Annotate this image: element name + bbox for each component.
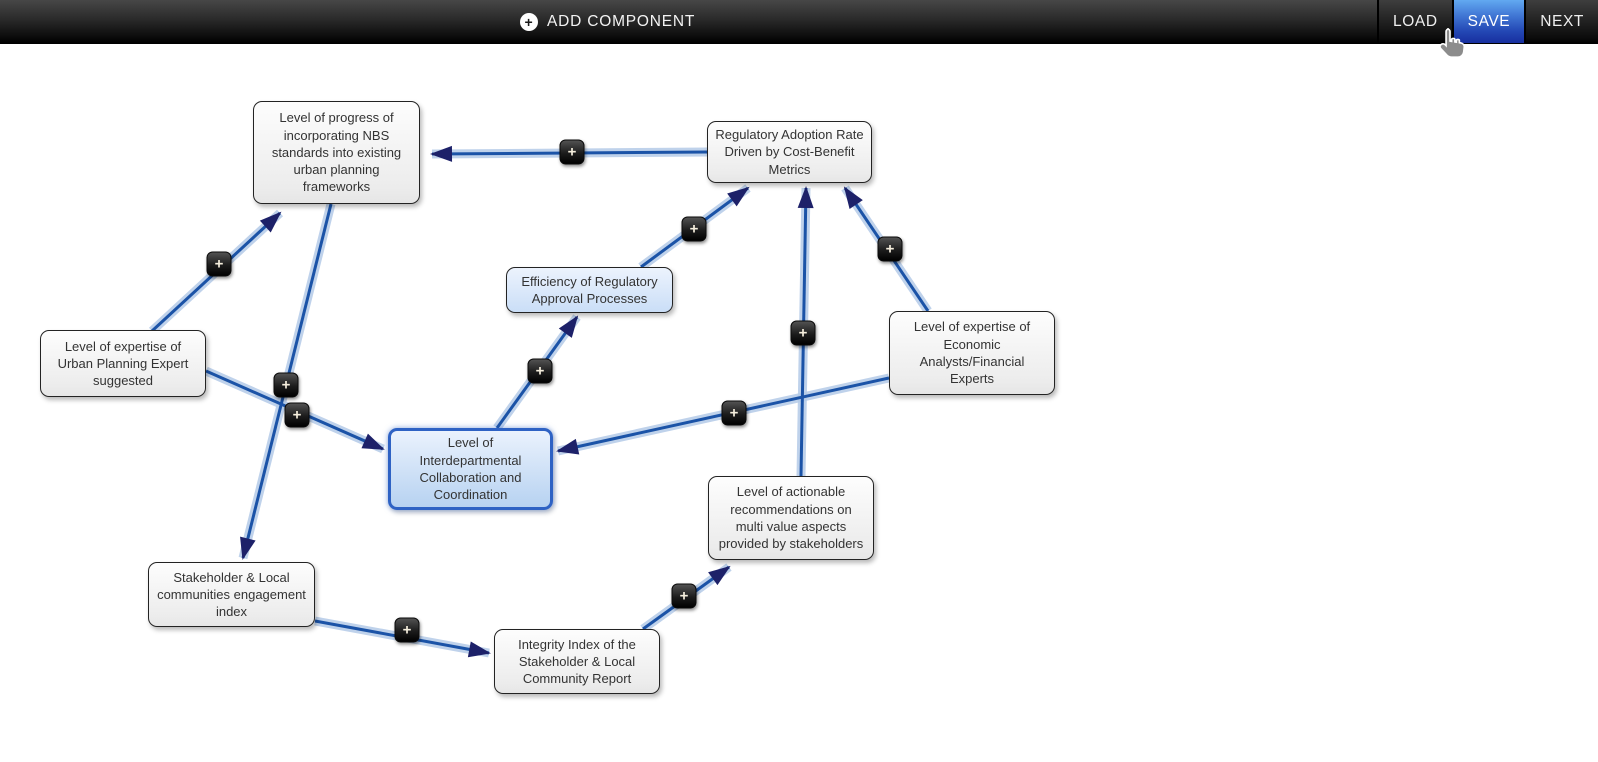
edge-sign-badge-interdept-efficiency[interactable]: + — [527, 358, 553, 384]
edge-sign-badge-progress-stakeholder[interactable]: + — [273, 372, 299, 398]
save-button[interactable]: SAVE — [1451, 0, 1525, 43]
node-upe[interactable]: Level of expertise of Urban Planning Exp… — [40, 330, 206, 397]
node-label: Stakeholder & Local communities engageme… — [157, 569, 306, 620]
edge-sign-badge-upe-interdept[interactable]: + — [284, 402, 310, 428]
node-label: Integrity Index of the Stakeholder & Loc… — [518, 636, 636, 687]
toolbar-right-group: LOAD SAVE NEXT — [1377, 0, 1598, 43]
node-interdept[interactable]: Level of Interdepartmental Collaboration… — [388, 428, 553, 510]
node-label: Level of expertise of Urban Planning Exp… — [57, 338, 189, 389]
edge-sign-badge-integrity-actionable[interactable]: + — [671, 583, 697, 609]
node-label: Regulatory Adoption Rate Driven by Cost-… — [715, 127, 864, 177]
add-component-label: ADD COMPONENT — [547, 12, 696, 30]
node-integrity[interactable]: Integrity Index of the Stakeholder & Loc… — [494, 629, 660, 694]
node-progress[interactable]: Level of progress of incorporating NBS s… — [253, 101, 420, 204]
load-button[interactable]: LOAD — [1377, 0, 1452, 43]
edge-sign-badge-stakeholder-integrity[interactable]: + — [394, 617, 420, 643]
toolbar: + ADD COMPONENT LOAD SAVE NEXT — [0, 0, 1598, 44]
edge-sign-badge-upe-progress[interactable]: + — [206, 251, 232, 277]
node-label: Level of progress of incorporating NBS s… — [271, 110, 402, 195]
edge-sign-badge-efficiency-regulatory[interactable]: + — [681, 216, 707, 242]
node-economic[interactable]: Level of expertise of Economic Analysts/… — [889, 311, 1055, 395]
node-stakeholder[interactable]: Stakeholder & Local communities engageme… — [148, 562, 315, 627]
node-label: Efficiency of Regulatory Approval Proces… — [521, 273, 658, 306]
node-regulatory[interactable]: Regulatory Adoption Rate Driven by Cost-… — [707, 121, 872, 183]
node-label: Level of actionable recommendations on m… — [718, 484, 864, 552]
plus-circle-icon: + — [520, 12, 538, 31]
node-actionable[interactable]: Level of actionable recommendations on m… — [708, 476, 874, 560]
edge-sign-badge-regulatory-progress[interactable]: + — [559, 139, 585, 165]
node-efficiency[interactable]: Efficiency of Regulatory Approval Proces… — [506, 267, 673, 313]
node-label: Level of expertise of Economic Analysts/… — [913, 319, 1031, 387]
node-label: Level of Interdepartmental Collaboration… — [419, 435, 522, 503]
add-component-button[interactable]: + ADD COMPONENT — [514, 0, 701, 43]
next-button[interactable]: NEXT — [1524, 0, 1598, 43]
edge-sign-badge-actionable-regulatory[interactable]: + — [790, 320, 816, 346]
edge-sign-badge-economic-regulatory[interactable]: + — [877, 236, 903, 262]
edge-sign-badge-economic-interdept[interactable]: + — [721, 400, 747, 426]
